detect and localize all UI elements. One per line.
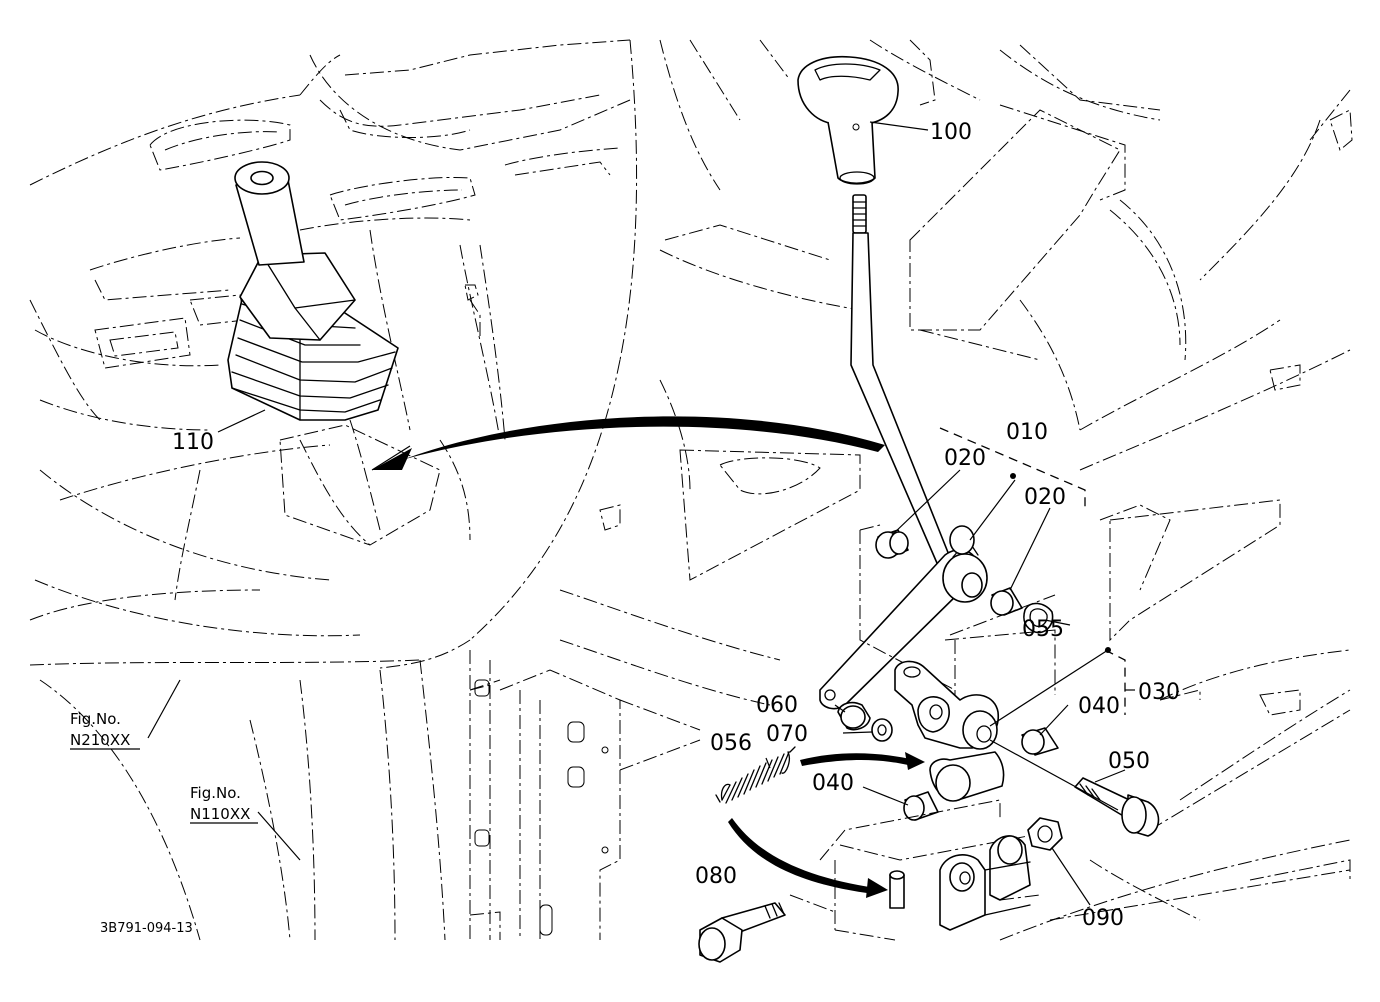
fig-ref-1-label: Fig.No. <box>70 710 121 728</box>
bushing-020-left <box>875 529 909 559</box>
leader-lines <box>147 121 1135 906</box>
callout-050: 050 <box>1108 749 1150 774</box>
lever-housing <box>859 524 1056 715</box>
fig-ref-2-code: N110XX <box>190 805 250 823</box>
callout-020-right: 020 <box>1024 485 1066 510</box>
bolt-080 <box>698 902 786 963</box>
callout-110: 110 <box>172 430 214 455</box>
group-bracket-010 <box>939 427 1086 510</box>
base-block <box>789 799 1061 941</box>
callout-090: 090 <box>1082 906 1124 931</box>
figure-reference-1: Fig.No. N210XX <box>70 710 140 750</box>
washer-055 <box>1023 602 1054 634</box>
nut-090 <box>1027 817 1063 851</box>
callout-labels: 100 110 010 020 020 055 030 040 060 070 … <box>172 120 1180 931</box>
callout-040-right: 040 <box>1078 694 1120 719</box>
nut-070 <box>871 718 893 742</box>
shift-lever-boot-110 <box>227 161 399 421</box>
collar-060 <box>837 701 871 731</box>
pivot-bracket <box>894 660 1005 802</box>
fig-ref-2-label: Fig.No. <box>190 784 241 802</box>
drawing-code: 3B791-094-13 <box>100 921 193 936</box>
callout-030: 030 <box>1138 680 1180 705</box>
assembly-arrows <box>728 752 925 898</box>
callout-080: 080 <box>695 864 737 889</box>
callout-070: 070 <box>766 722 808 747</box>
spring-056 <box>715 746 796 804</box>
callout-040-left: 040 <box>812 771 854 796</box>
callout-020-left: 020 <box>944 446 986 471</box>
background-context <box>29 39 1353 941</box>
bushing-inner <box>949 525 975 555</box>
figure-reference-2: Fig.No. N110XX <box>190 784 258 824</box>
callout-100: 100 <box>930 120 972 145</box>
callout-056: 056 <box>710 731 752 756</box>
bushing-020-right <box>990 587 1023 616</box>
fig-ref-1-code: N210XX <box>70 731 130 749</box>
callout-010: 010 <box>1006 420 1048 445</box>
bolt-050 <box>1074 777 1160 837</box>
callout-060: 060 <box>756 693 798 718</box>
bushing-040-upper <box>1021 727 1059 756</box>
callout-055: 055 <box>1022 617 1064 642</box>
plate-studs <box>474 679 609 936</box>
shift-knob-100 <box>797 55 899 185</box>
shift-rod <box>850 194 956 571</box>
reference-arrow-large <box>371 416 885 471</box>
bushing-040-lower <box>903 791 939 821</box>
